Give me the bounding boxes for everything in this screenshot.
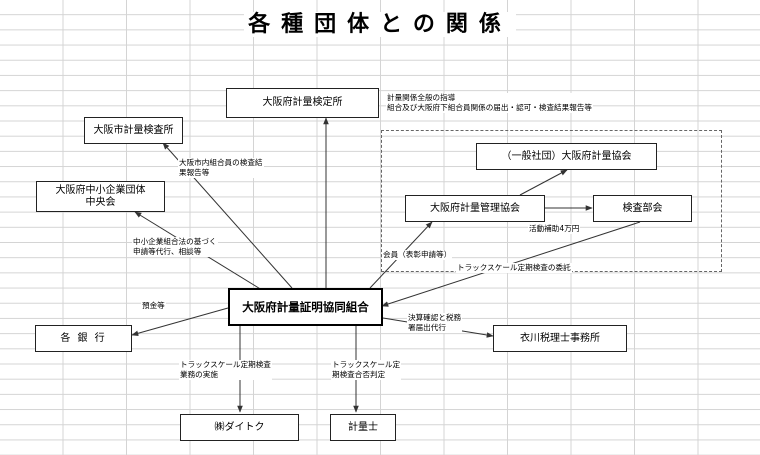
page-title: 各種団体との関係 [0,6,760,38]
label-city-note: 大阪市内組合員の検査結 果報告等 [178,158,264,178]
node-kyokai: （一般社団）大阪府計量協会 [476,143,657,170]
node-chuokai: 大阪府中小企業団体 中央会 [36,181,165,212]
node-daitoku: ㈱ダイトク [180,414,299,441]
node-kenteisho: 大阪府計量検定所 [226,88,379,118]
label-keiryoshi-note: トラックスケール定 期検査合否判定 [331,360,402,380]
label-chuokai-note: 中小企業組合法の基づく 申請等代行、相談等 [132,237,218,257]
node-center-kumiai: 大阪府計量証明協同組合 [228,288,383,326]
node-kanri-kyokai: 大阪府計量管理協会 [405,195,545,222]
arrow-to-kyokai [519,169,568,196]
node-keiryoshi: 計量士 [330,414,396,441]
label-daitoku-note: トラックスケール定期検査 業務の実施 [179,360,272,380]
arrow-to-ginko [131,307,229,336]
label-kaiin: 会員（表彰申請等） [382,250,453,260]
node-city-kensasho: 大阪市計量検査所 [84,117,183,144]
label-itaku: トラックスケール定期検査の委託 [456,263,572,273]
node-ginko: 各 銀 行 [35,325,132,352]
node-kensa-bukai: 検査部会 [593,195,692,222]
node-zeirishi: 衣川税理士事務所 [493,325,627,352]
label-yokin: 預金等 [141,301,166,311]
label-zeimu: 決算確認と税務 署届出代行 [407,313,463,333]
label-hojo: 活動補助4万円 [528,224,581,234]
label-kenteisho-note: 計量関係全般の指導 組合及び大阪府下組合員関係の届出・認可・検査結果報告等 [386,93,594,113]
